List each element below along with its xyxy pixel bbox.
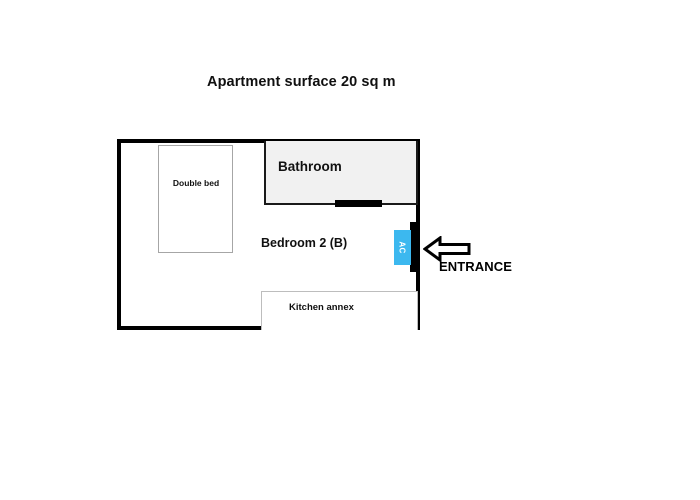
room-label-kitchen-annex: Kitchen annex	[289, 302, 354, 313]
room-bathroom	[264, 141, 418, 205]
room-label-bathroom: Bathroom	[278, 159, 342, 174]
left-arrow-icon	[423, 236, 471, 262]
page-title: Apartment surface 20 sq m	[207, 74, 396, 90]
furniture-double-bed	[158, 145, 233, 253]
furniture-label-double-bed: Double bed	[172, 178, 220, 188]
bathroom-door-icon	[335, 200, 382, 207]
entrance-door-jamb-icon	[410, 222, 417, 272]
fixture-label-ac: AC	[398, 241, 407, 254]
entrance-label: ENTRANCE	[439, 259, 513, 274]
fixture-air-conditioner: AC	[394, 230, 411, 265]
room-kitchen-annex	[261, 291, 418, 330]
room-label-bedroom: Bedroom 2 (B)	[261, 236, 348, 250]
